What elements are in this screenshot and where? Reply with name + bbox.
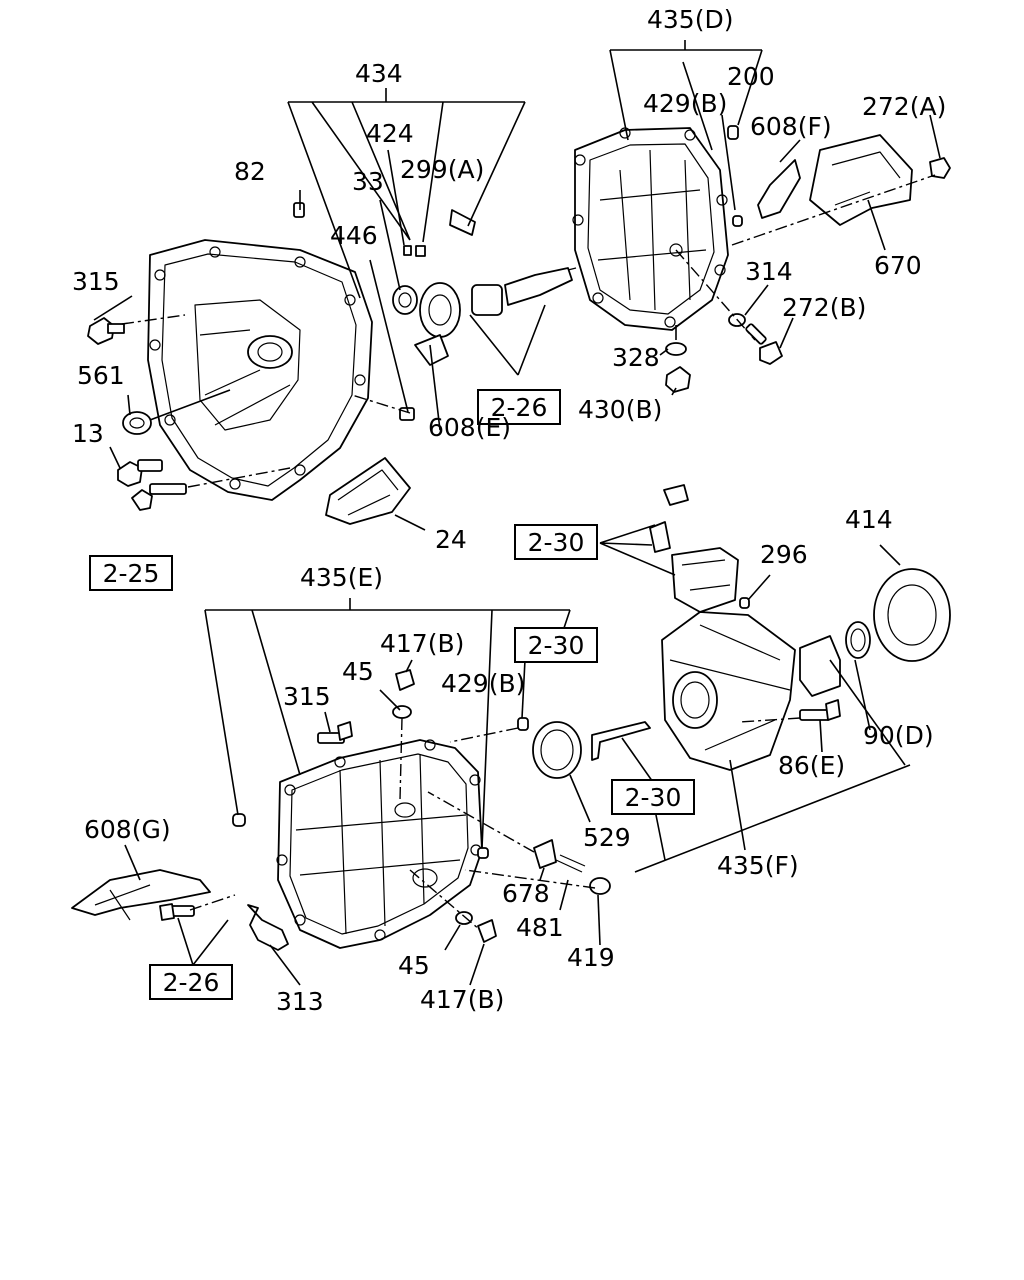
label-272a: 272(A) <box>862 92 946 121</box>
svg-text:2-26: 2-26 <box>163 968 220 997</box>
transmission-case-drawing <box>276 739 483 949</box>
intermediate-small-parts <box>665 125 951 393</box>
extension-housing-drawing <box>532 484 841 779</box>
label-296: 296 <box>760 540 808 569</box>
label-90d: 90(D) <box>863 721 934 750</box>
label-299a: 299(A) <box>400 155 484 184</box>
bearing-drawings <box>799 568 951 697</box>
svg-text:2-30: 2-30 <box>528 631 585 660</box>
clutch-side-small-parts <box>87 202 476 511</box>
label-13: 13 <box>72 419 104 448</box>
label-608g: 608(G) <box>84 815 171 844</box>
label-272b: 272(B) <box>782 293 866 322</box>
label-561: 561 <box>77 361 125 390</box>
label-82: 82 <box>234 157 266 186</box>
label-24: 24 <box>435 525 467 554</box>
label-315-lower: 315 <box>283 682 331 711</box>
label-435d: 435(D) <box>647 5 733 34</box>
label-529: 529 <box>583 823 631 852</box>
ref-box-2-25[interactable]: 2-25 <box>89 555 173 591</box>
intermediate-case-drawing <box>572 127 729 331</box>
label-424: 424 <box>366 119 414 148</box>
label-608f: 608(F) <box>750 112 832 141</box>
label-200: 200 <box>727 62 775 91</box>
svg-text:2-30: 2-30 <box>625 783 682 812</box>
case-small-parts <box>71 669 611 951</box>
reference-boxes: 2-26 2-25 2-30 2-30 2-30 2-26 <box>89 389 695 1000</box>
label-86e: 86(E) <box>778 751 845 780</box>
label-435e: 435(E) <box>300 563 383 592</box>
label-45-upper: 45 <box>342 657 374 686</box>
clutch-housing-drawing <box>147 239 373 501</box>
label-434: 434 <box>355 59 403 88</box>
label-435f: 435(F) <box>717 851 799 880</box>
label-430b: 430(B) <box>578 395 662 424</box>
label-33: 33 <box>352 167 384 196</box>
ref-box-2-30-shift[interactable]: 2-30 <box>514 524 598 560</box>
label-314: 314 <box>745 257 793 286</box>
label-608e: 608(E) <box>428 413 511 442</box>
label-678: 678 <box>502 879 550 908</box>
label-328: 328 <box>612 343 660 372</box>
label-417b-lower: 417(B) <box>420 985 504 1014</box>
label-429b-lower: 429(B) <box>441 669 525 698</box>
label-670: 670 <box>874 251 922 280</box>
label-315-upper: 315 <box>72 267 120 296</box>
ref-box-2-30-extension[interactable]: 2-30 <box>611 779 695 815</box>
release-fork-drawing <box>325 457 411 525</box>
svg-text:2-25: 2-25 <box>103 559 160 588</box>
label-429b-upper: 429(B) <box>643 89 727 118</box>
svg-text:2-30: 2-30 <box>528 528 585 557</box>
part-drawings <box>71 125 951 951</box>
ref-box-2-26-upper[interactable]: 2-26 <box>477 389 561 425</box>
label-419: 419 <box>567 943 615 972</box>
label-417b-upper: 417(B) <box>380 629 464 658</box>
label-414: 414 <box>845 505 893 534</box>
label-481: 481 <box>516 913 564 942</box>
label-45-lower: 45 <box>398 951 430 980</box>
ref-box-2-30-case[interactable]: 2-30 <box>514 627 598 663</box>
svg-text:2-26: 2-26 <box>491 393 548 422</box>
ref-box-2-26-lower[interactable]: 2-26 <box>149 964 233 1000</box>
label-446: 446 <box>330 221 378 250</box>
label-313: 313 <box>276 987 324 1016</box>
counter-gear-drawing <box>414 267 573 366</box>
leader-lines <box>93 40 941 986</box>
part-number-labels: 434 424 299(A) 33 82 446 315 561 13 608(… <box>72 5 946 1016</box>
